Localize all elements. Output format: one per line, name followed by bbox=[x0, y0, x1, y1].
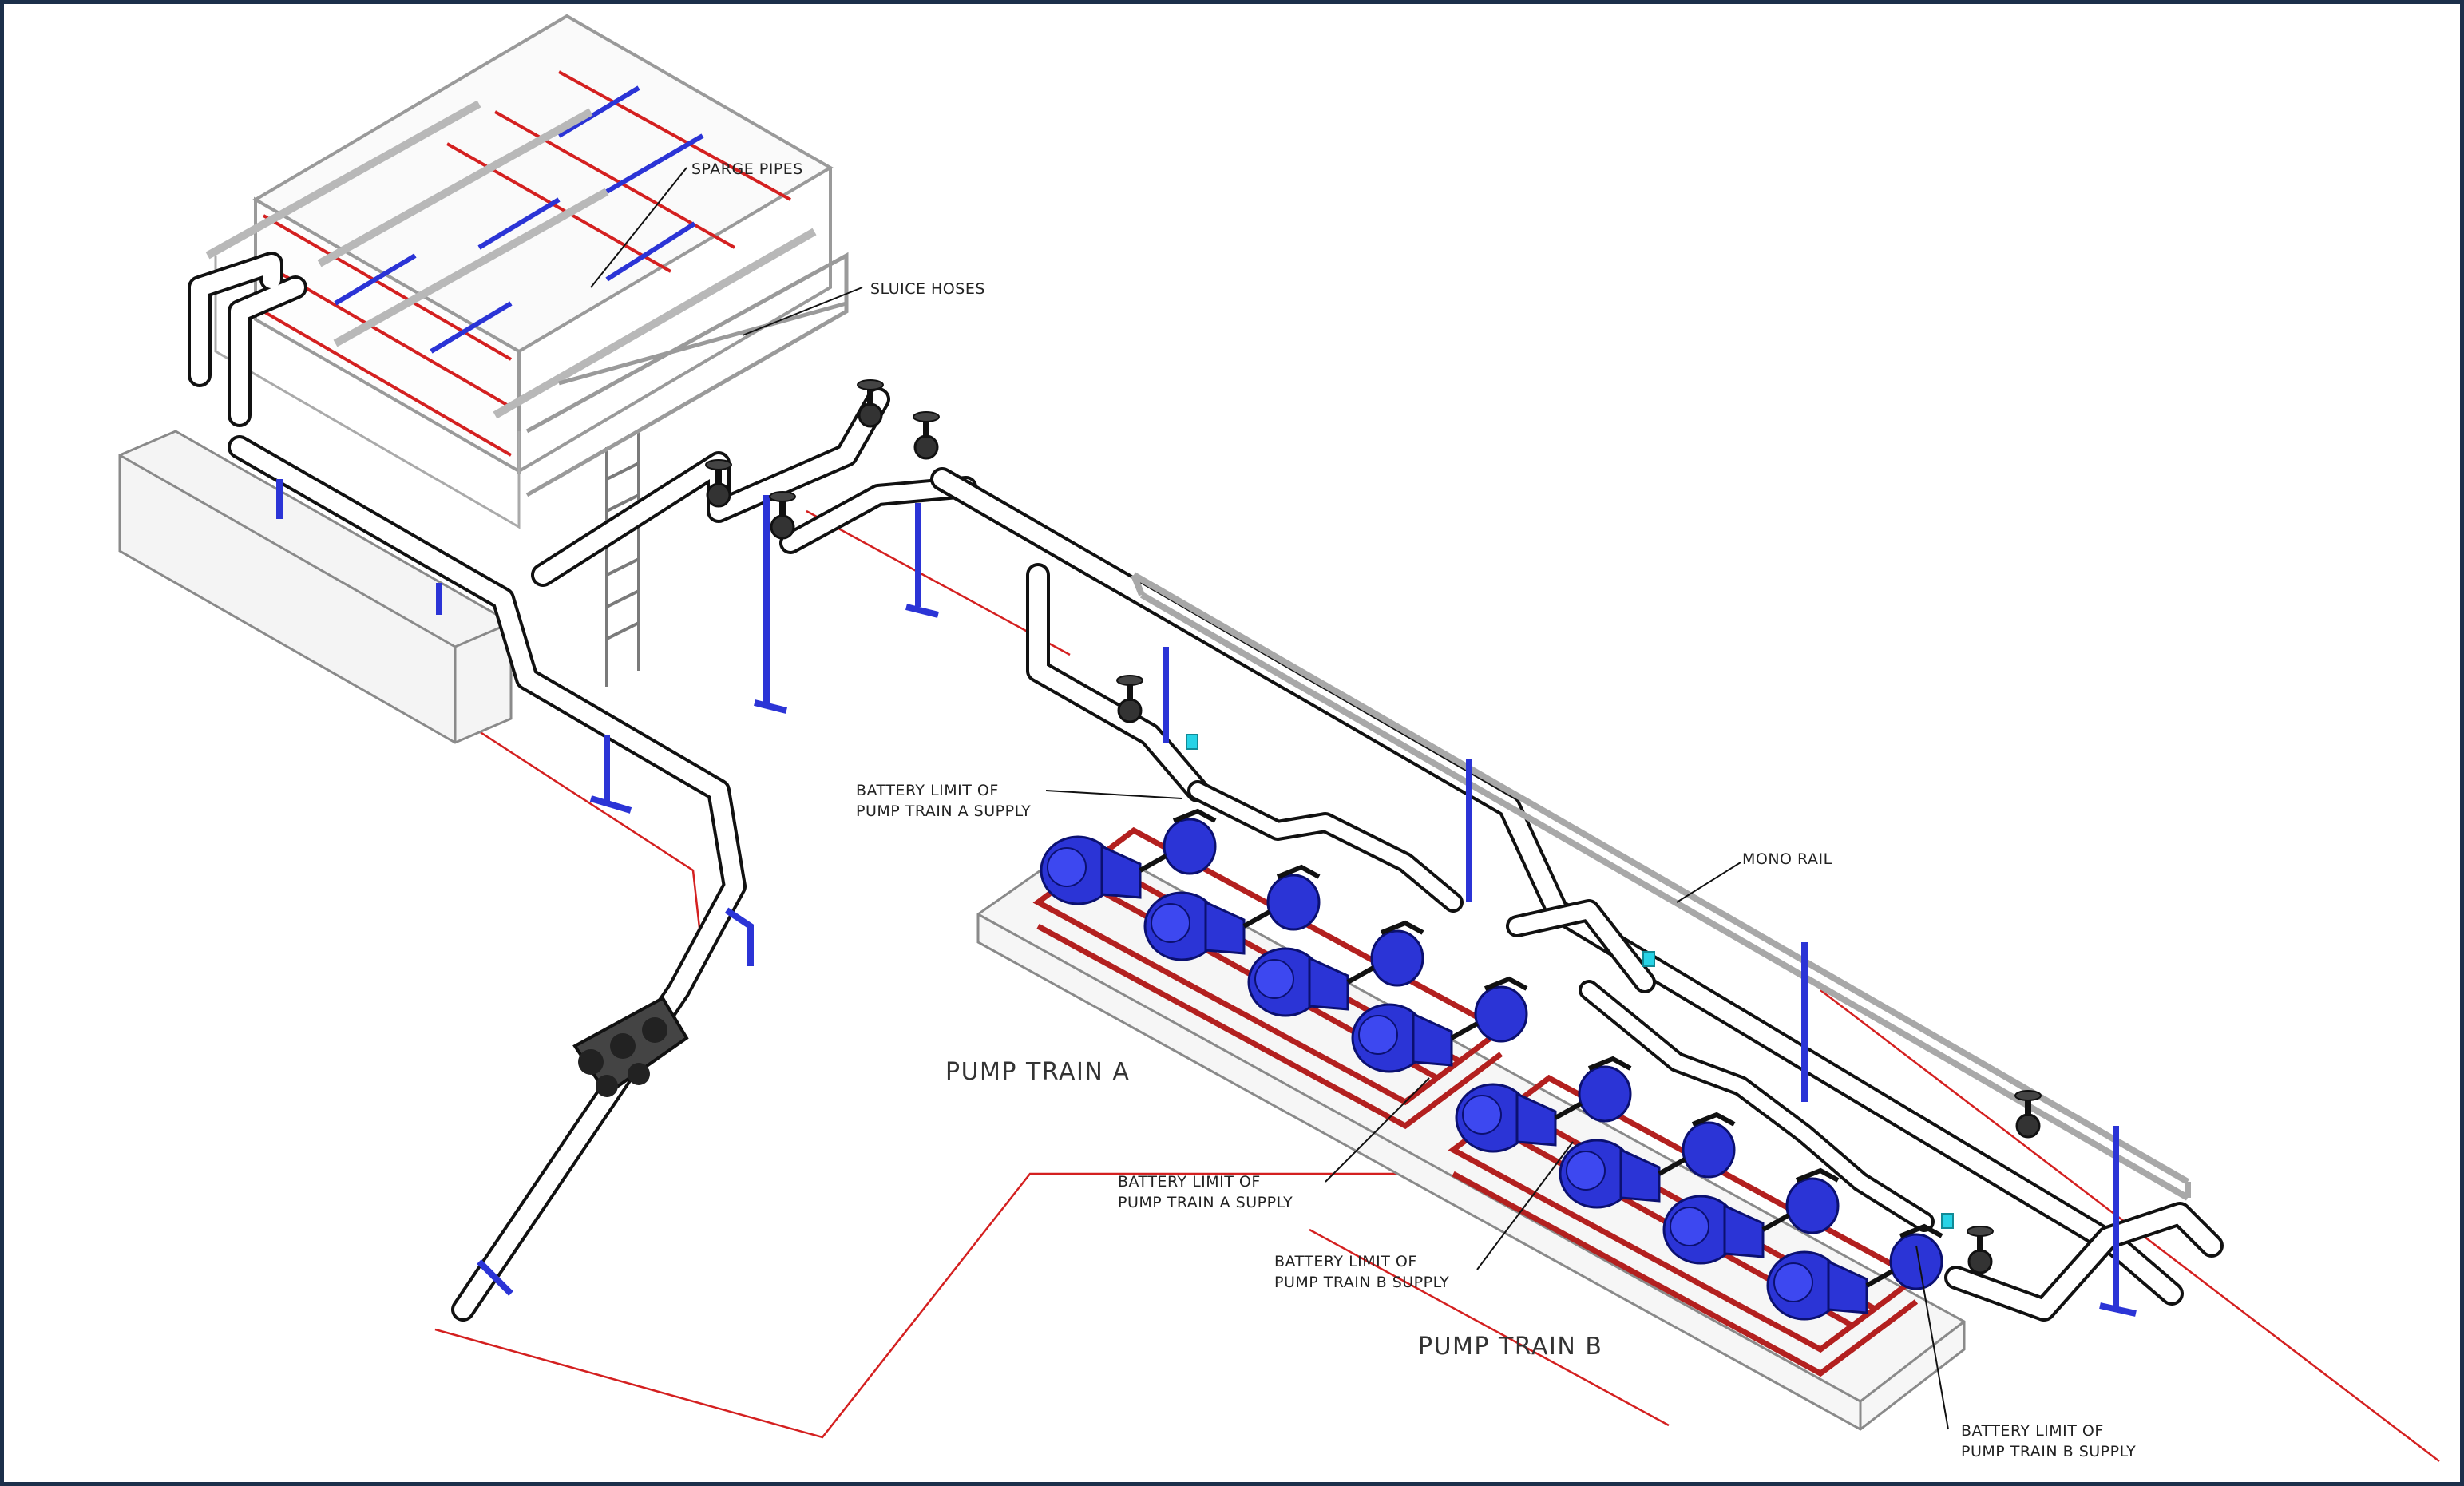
battery-limit-a-label-top-line1: BATTERY LIMIT OF bbox=[856, 782, 999, 799]
leader-lines bbox=[590, 167, 1949, 1430]
mono-rail bbox=[1131, 572, 2191, 1201]
battery-limit-b-label-bottom-line1: BATTERY LIMIT OF bbox=[1961, 1422, 2104, 1440]
inlet-manifold bbox=[572, 996, 689, 1097]
sluice-hoses-label: SLUICE HOSES bbox=[870, 280, 985, 298]
tank-plinth bbox=[118, 430, 513, 744]
battery-limit-a-label-bottom-line1: BATTERY LIMIT OF bbox=[1118, 1173, 1261, 1191]
battery-limit-a-label-bottom-line2: PUMP TRAIN A SUPPLY bbox=[1118, 1194, 1293, 1211]
flow-indicators bbox=[1186, 734, 1954, 1229]
battery-limit-a-label-top-line2: PUMP TRAIN A SUPPLY bbox=[856, 802, 1031, 820]
pipe-supports bbox=[276, 479, 2137, 1317]
pump-train-b-label: PUMP TRAIN B bbox=[1418, 1333, 1602, 1361]
battery-limit-b-label-mid-line1: BATTERY LIMIT OF bbox=[1274, 1253, 1417, 1270]
battery-limit-b-label-mid-line2: PUMP TRAIN B SUPPLY bbox=[1274, 1274, 1449, 1291]
sparge-pipes-label: SPARGE PIPES bbox=[691, 160, 803, 178]
site-boundary bbox=[434, 509, 2440, 1462]
sparge-tank bbox=[205, 14, 849, 687]
pump-train-a-label: PUMP TRAIN A bbox=[945, 1058, 1130, 1086]
mono-rail-label: MONO RAIL bbox=[1742, 850, 1832, 868]
battery-limit-b-label-bottom-line2: PUMP TRAIN B SUPPLY bbox=[1961, 1443, 2136, 1460]
